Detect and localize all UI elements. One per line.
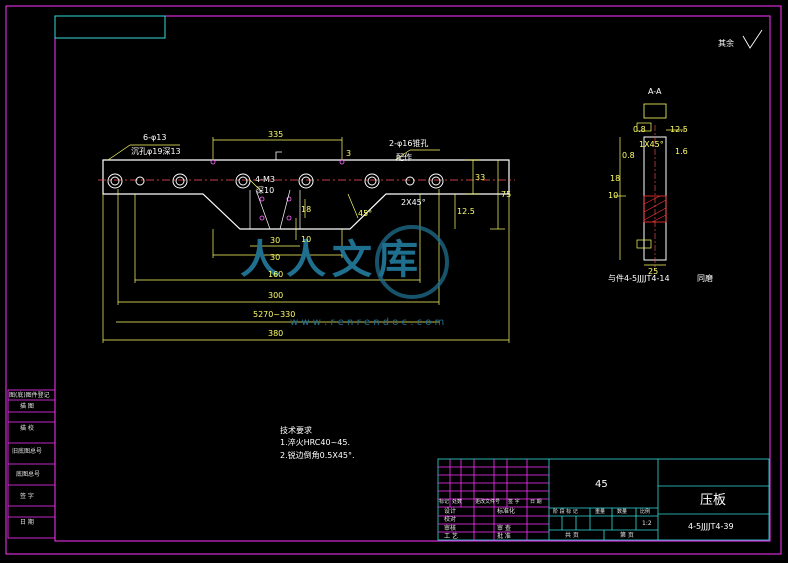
strip-label-5: 签 字 [20, 493, 34, 500]
section-view [614, 103, 685, 270]
sec-dim-12-5: 12.5 [670, 125, 688, 134]
sec-dim-08b: 0.8 [622, 151, 635, 160]
outer-frame [5, 5, 782, 555]
section-note: 与件4-5JJJJT4-14 [608, 274, 670, 283]
tb-header-3: 签 字 [508, 499, 520, 505]
tb-row-left-1: 校对 [444, 516, 457, 523]
dim-5270: 5270~330 [253, 310, 296, 319]
tb-header-2: 更改文件号 [475, 499, 501, 505]
tech-req-item-1: 1.淬火HRC40~45. [280, 438, 350, 447]
tb-drawing-no: 4-5JJJJT4-39 [688, 522, 734, 531]
hole-group [107, 173, 444, 189]
note-match: 配作 [396, 153, 412, 162]
dim-75: 75 [501, 190, 512, 199]
dim-300: 300 [268, 291, 284, 300]
dim-335: 335 [268, 130, 284, 139]
note-holes-2: 2-φ16锥孔 [389, 139, 429, 148]
tb-row-left-3: 工 艺 [444, 533, 458, 540]
watermark-logo [375, 225, 449, 299]
tb-material: 45 [595, 479, 608, 490]
dim-160: 160 [268, 270, 284, 279]
tb-part-name: 压板 [700, 493, 727, 508]
dim-angle: 45° [358, 209, 373, 218]
title-block-grid [437, 458, 770, 541]
dim-30b: 30 [270, 253, 281, 262]
strip-label-1: 描 图 [20, 403, 34, 410]
watermark-url: w w w . r e n r e n d o c . c o m [290, 317, 445, 328]
tb-stage-1: 重量 [595, 509, 606, 515]
tb-row-left-2: 审核 [444, 525, 457, 532]
corner-box [54, 15, 166, 39]
dimension-lines [102, 137, 510, 343]
roughness-note: 其余 [718, 39, 734, 48]
plate-outline [102, 159, 510, 230]
tb-header-4: 日 期 [530, 499, 542, 505]
main-view [98, 137, 515, 343]
note-counterbore: 沉孔φ19深13 [131, 147, 181, 156]
dim-10: 10 [301, 235, 312, 244]
strip-label-3: 旧底图总号 [12, 448, 43, 455]
note-depth: 深10 [256, 186, 275, 195]
tb-stage-3: 比例 [640, 509, 651, 515]
strip-label-2: 描 校 [20, 425, 34, 432]
sec-dim-16: 1.6 [675, 147, 688, 156]
strip-label-4: 底图总号 [16, 471, 41, 478]
section-note-2: 同磨 [697, 274, 713, 283]
tb-row-left-0: 设计 [444, 508, 457, 515]
dim-33: 33 [475, 173, 486, 182]
tb-stage-2: 数量 [617, 509, 628, 515]
tb-row-mid-0: 标准化 [497, 508, 516, 515]
watermark-text: 人人文库 [240, 237, 424, 283]
inner-frame [54, 15, 771, 542]
strip-label-6: 日 期 [20, 519, 34, 526]
tb-header-0: 标记 [439, 499, 450, 505]
roughness-symbol [742, 29, 763, 49]
dim-chamfer: 2X45° [401, 198, 426, 207]
note-holes-6: 6-φ13 [143, 133, 167, 142]
tb-row-mid-2: 批 准 [497, 533, 511, 540]
dim-12-5: 12.5 [457, 207, 475, 216]
dim-380: 380 [268, 329, 284, 338]
tb-header-1: 处数 [452, 499, 463, 505]
tb-sheet-total: 共 页 [565, 532, 579, 539]
tb-scale: 1:2 [642, 520, 652, 527]
sec-dim-18: 18 [610, 174, 621, 183]
tb-sheet-num: 第 页 [620, 532, 634, 539]
dim-3: 3 [346, 149, 352, 158]
section-label: A-A [648, 87, 662, 96]
dim-30a: 30 [270, 236, 281, 245]
tb-stage-0: 阶 段 标 记 [553, 509, 578, 515]
tech-req-heading: 技术要求 [280, 426, 312, 435]
note-holes-4: 4-M3 [255, 175, 275, 184]
left-strip-grid [7, 389, 56, 539]
dim-18: 18 [301, 205, 312, 214]
strip-label-0: 图(底)图件登记 [9, 392, 50, 399]
sec-dim-08a: 0.8 [633, 125, 646, 134]
tb-row-mid-1: 审 查 [497, 525, 511, 532]
tech-req-item-2: 2.锐边倒角0.5X45°. [280, 451, 355, 460]
m3-holes [210, 159, 345, 221]
sec-dim-10: 10 [608, 191, 619, 200]
sec-dim-25: 25 [648, 267, 659, 276]
sec-dim-chamfer: 1X45° [639, 140, 664, 149]
